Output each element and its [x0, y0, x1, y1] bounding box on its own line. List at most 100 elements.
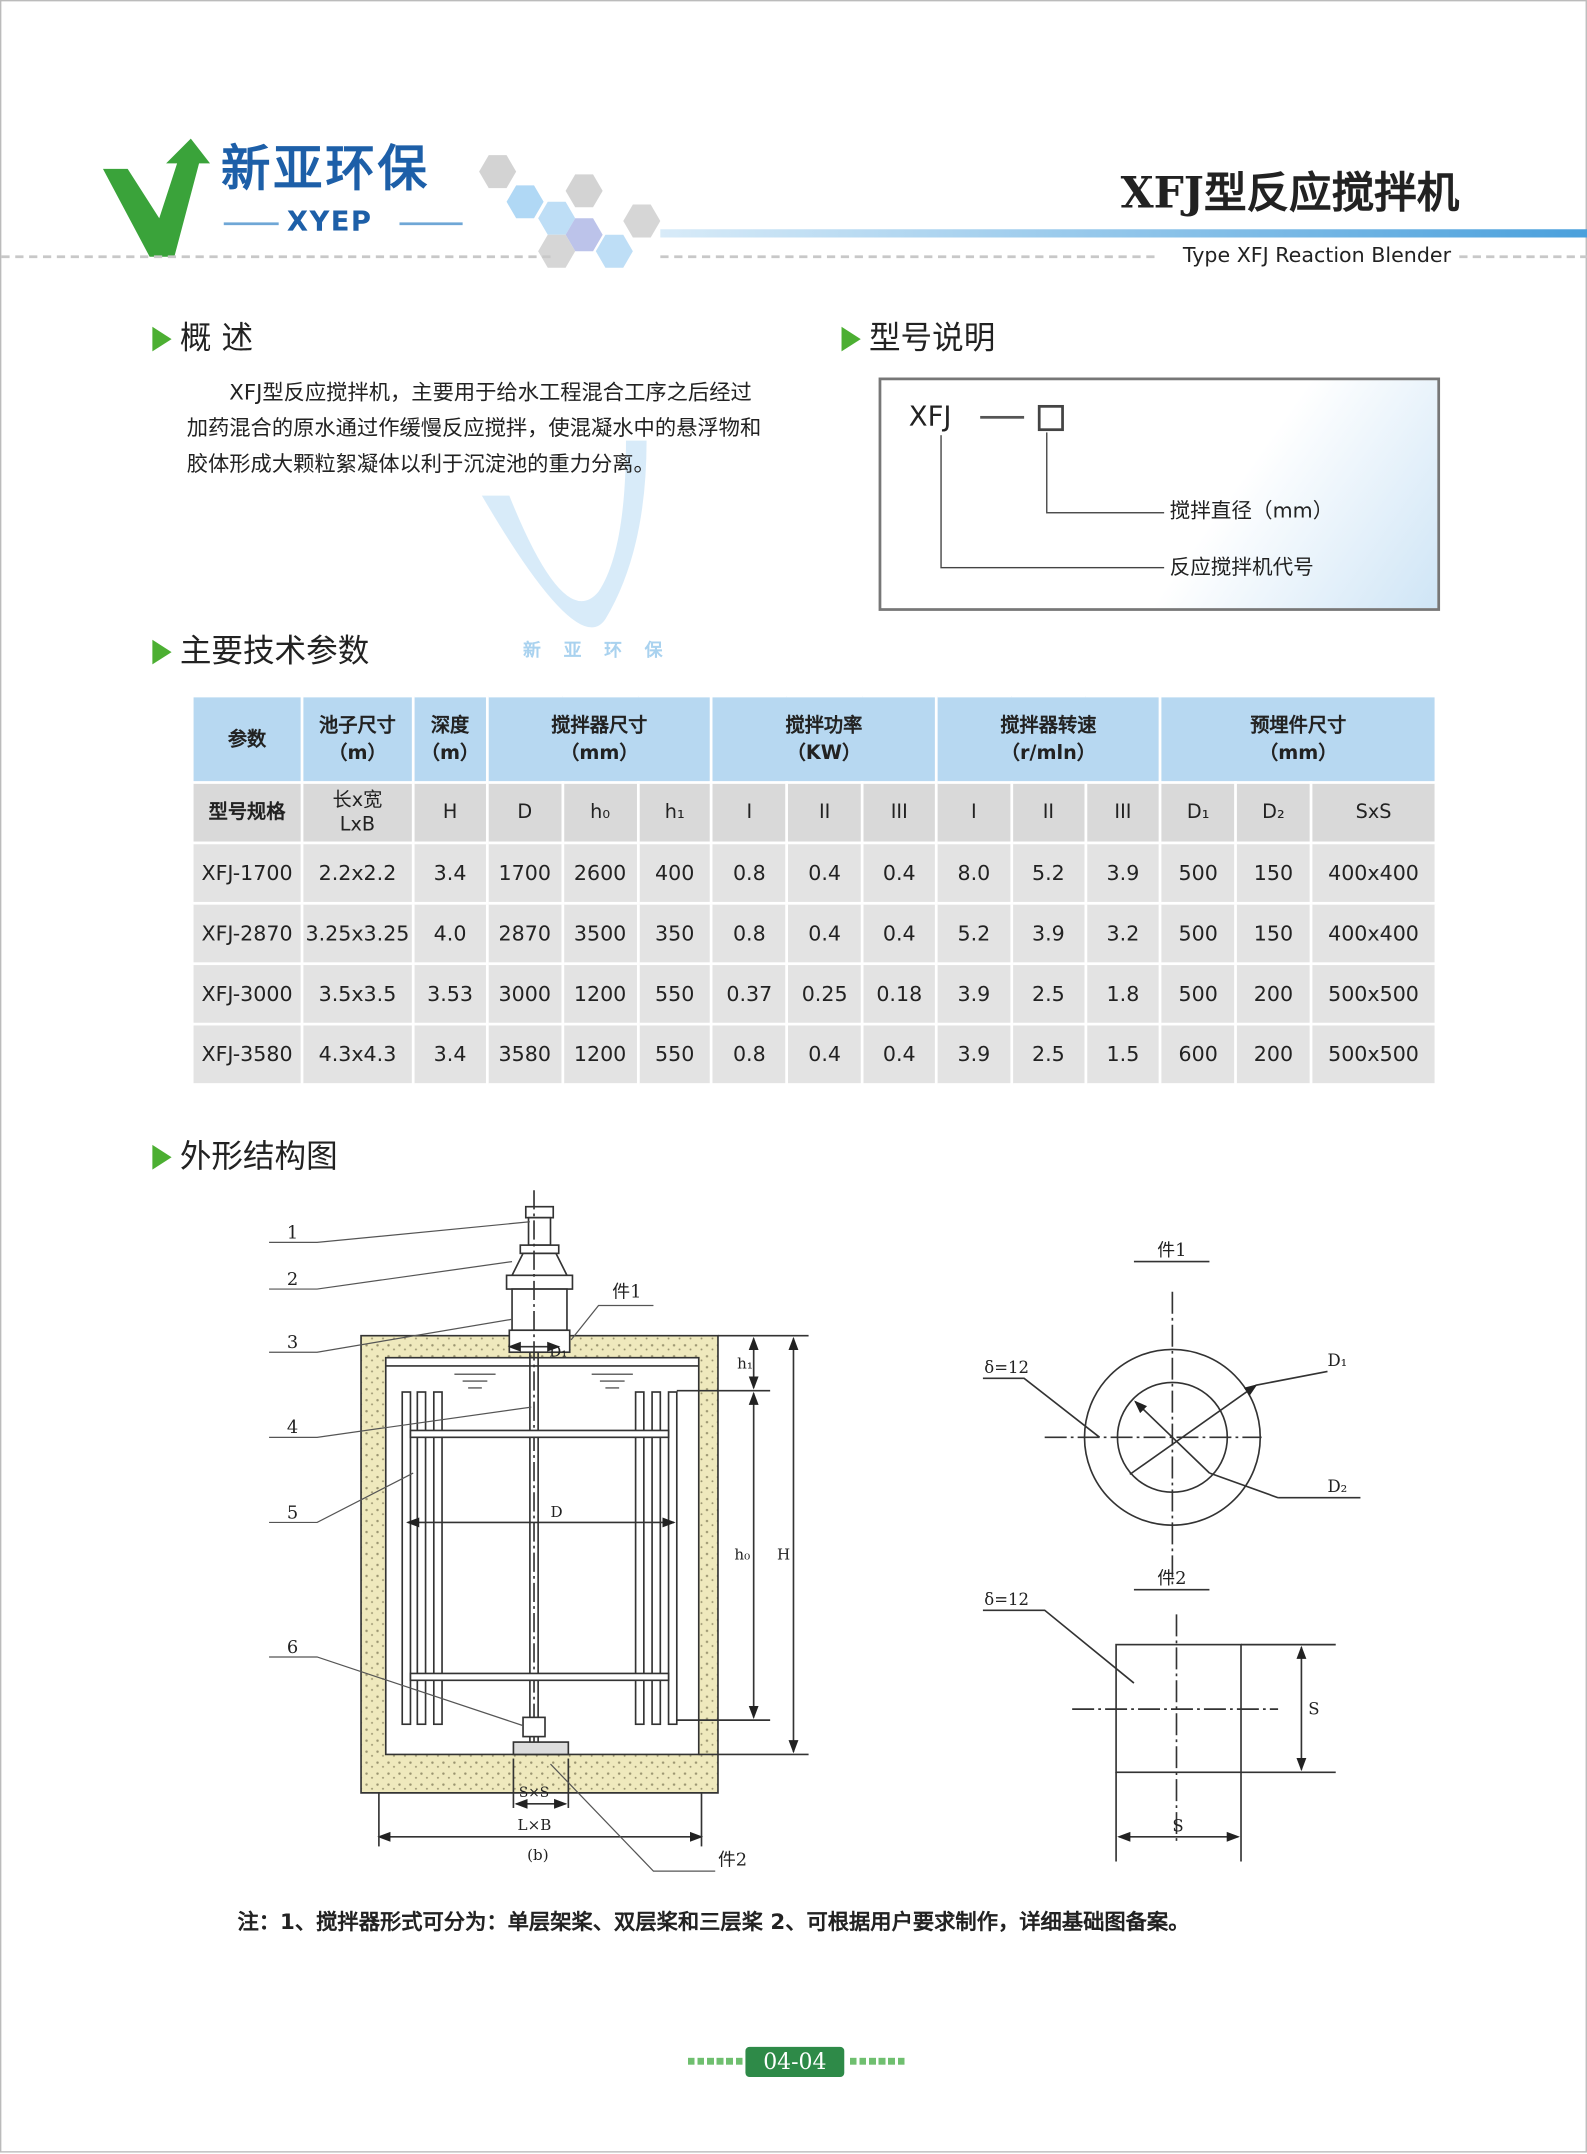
table-cell: 3500 — [561, 901, 640, 966]
callout-6: 6 — [287, 1637, 298, 1658]
table-cell: 0.37 — [710, 962, 789, 1026]
part2-callout: 件2 — [718, 1850, 747, 1871]
page-title: XFJ型反应搅拌机 — [1120, 168, 1460, 219]
table-cell: 3.5x3.5 — [300, 962, 415, 1026]
triangle-bullet-icon — [841, 326, 861, 352]
callout-2: 2 — [287, 1269, 298, 1290]
triangle-bullet-icon — [152, 326, 172, 352]
column-header: 池子尺寸 （m） — [300, 694, 415, 784]
table-cell: 0.25 — [785, 962, 864, 1026]
table-cell: 400 — [636, 841, 714, 905]
section-model-heading: 型号说明 — [841, 320, 996, 358]
view-label: (b) — [527, 1846, 548, 1864]
subcolumn-header: III — [1083, 781, 1162, 845]
model-explanation-box: XFJ 搅拌直径（mm） 反应搅拌机代号 — [878, 377, 1441, 611]
dim-lxb: L×B — [518, 1816, 552, 1834]
paddle-frame — [401, 1391, 678, 1726]
leader-line — [940, 435, 942, 567]
table-cell: 3.9 — [934, 1022, 1013, 1086]
table-cell: 0.8 — [710, 1022, 789, 1086]
column-header: 搅拌器转速 （r/mln） — [934, 694, 1162, 784]
column-header: 搅拌功率 （KW） — [710, 694, 938, 784]
table-cell: 3000 — [485, 962, 564, 1026]
thickness-label: δ=12 — [984, 1358, 1029, 1377]
table-header-row: 参数 池子尺寸 （m） 深度 （m） 搅拌器尺寸 （mm） 搅拌功率 （KW） … — [190, 694, 1438, 784]
table-cell: 0.4 — [860, 1022, 938, 1086]
section-params-heading: 主要技术参数 — [152, 633, 369, 671]
spec-table: 参数 池子尺寸 （m） 深度 （m） 搅拌器尺寸 （mm） 搅拌功率 （KW） … — [190, 694, 1438, 1086]
table-cell: 1700 — [485, 841, 564, 905]
table-cell: 3.2 — [1083, 901, 1162, 966]
column-header: 参数 — [190, 694, 304, 784]
table-cell: 0.4 — [860, 841, 938, 905]
dim-d1: D₁ — [549, 1342, 567, 1360]
model-placeholder-box — [1037, 404, 1064, 432]
table-cell: 150 — [1234, 901, 1313, 966]
dim-s-horizontal: S — [1172, 1816, 1183, 1835]
table-cell: 4.3x4.3 — [300, 1022, 415, 1086]
label-diameter: 搅拌直径（mm） — [1169, 498, 1334, 524]
table-cell: 3.25x3.25 — [300, 901, 415, 966]
table-cell: 200 — [1234, 1022, 1313, 1086]
table-cell: 3.9 — [934, 962, 1013, 1026]
triangle-bullet-icon — [152, 1144, 172, 1170]
dim-s-vertical: S — [1308, 1700, 1319, 1719]
heading-text: 主要技术参数 — [179, 634, 370, 670]
page-number: 04-04 — [745, 2046, 845, 2078]
table-cell: 3.9 — [1010, 901, 1087, 966]
subcolumn-header: D₁ — [1159, 781, 1238, 845]
subcolumn-header: III — [860, 781, 938, 845]
subcolumn-header: D — [485, 781, 564, 845]
table-cell: 1.5 — [1083, 1022, 1162, 1086]
table-cell: 1.8 — [1083, 962, 1162, 1026]
table-cell: 0.4 — [785, 1022, 864, 1086]
divider — [399, 222, 463, 226]
subcolumn-header: 型号规格 — [190, 781, 304, 845]
logo-text-en: XYEP — [286, 204, 373, 238]
bottom-bearing — [522, 1716, 546, 1738]
heading-text: 外形结构图 — [179, 1139, 338, 1176]
table-cell: 3.9 — [1083, 841, 1162, 905]
table-cell: 5.2 — [1010, 841, 1087, 905]
table-cell: 2.5 — [1010, 962, 1087, 1026]
part1-outer-ring — [1083, 1348, 1262, 1527]
table-cell: 350 — [636, 901, 714, 966]
model-cell: XFJ-2870 — [190, 901, 304, 966]
callout-3: 3 — [287, 1332, 298, 1353]
dim-h: H — [777, 1546, 790, 1564]
table-cell: 0.8 — [710, 901, 789, 966]
footnote: 注：1、搅拌器形式可分为：单层架桨、双层桨和三层桨 2、可根据用户要求制作，详细… — [237, 1909, 1190, 1935]
watermark-text: 新 亚 环 保 — [523, 641, 671, 662]
table-cell: 500 — [1159, 901, 1238, 966]
thickness-label: δ=12 — [984, 1590, 1029, 1609]
table-cell: 1200 — [561, 962, 640, 1026]
subcolumn-header: I — [934, 781, 1013, 845]
model-cell: XFJ-3000 — [190, 962, 304, 1026]
subcolumn-header: I — [710, 781, 789, 845]
overview-text: XFJ型反应搅拌机，主要用于给水工程混合工序之后经过加药混合的原水通过作缓慢反应… — [186, 380, 762, 477]
heading-text: 型号说明 — [868, 321, 996, 357]
part2-title: 件2 — [1157, 1568, 1186, 1589]
divider — [660, 255, 1155, 259]
table-cell: 0.4 — [785, 901, 864, 966]
model-cell: XFJ-3580 — [190, 1022, 304, 1086]
table-cell: 2.2x2.2 — [300, 841, 415, 905]
page-decoration — [849, 2057, 905, 2065]
table-cell: 3.4 — [411, 1022, 489, 1086]
table-cell: 5.2 — [934, 901, 1013, 966]
table-cell: 0.4 — [785, 841, 864, 905]
table-cell: 2.5 — [1010, 1022, 1087, 1086]
subcolumn-header: II — [1010, 781, 1087, 845]
page-decoration — [687, 2057, 743, 2065]
table-cell: 500 — [1159, 841, 1238, 905]
column-header: 预埋件尺寸 （mm） — [1159, 694, 1438, 784]
subcolumn-header: SxS — [1309, 781, 1438, 845]
table-cell: 2870 — [485, 901, 564, 966]
dim-sxs: S×S — [519, 1785, 549, 1801]
